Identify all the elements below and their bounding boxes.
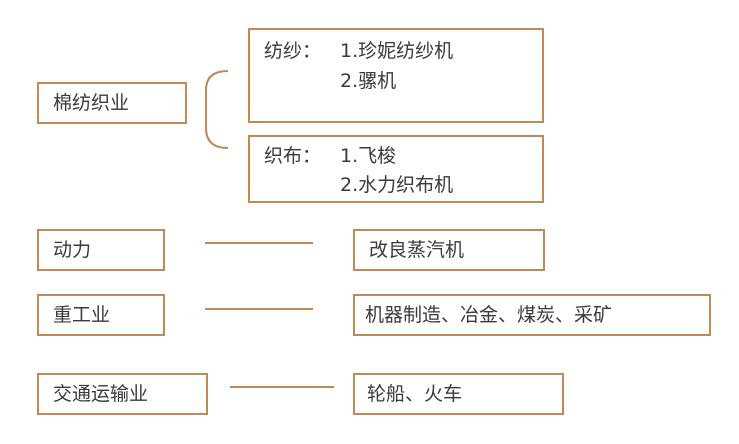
- transport-detail-box: 轮船、火车: [353, 373, 564, 415]
- power-label: 动力: [53, 239, 92, 261]
- heavy-industry-box: 重工业: [37, 294, 165, 336]
- heavy-industry-detail-box: 机器制造、冶金、煤炭、采矿: [353, 294, 711, 336]
- power-box: 动力: [37, 229, 165, 271]
- weaving-label: 织布：: [264, 145, 322, 167]
- heavy-industry-detail-label: 机器制造、冶金、煤炭、采矿: [365, 304, 613, 326]
- textile-industry-box: 棉纺织业: [37, 82, 187, 124]
- transport-detail-label: 轮船、火车: [367, 383, 463, 405]
- transport-connector: [230, 386, 334, 388]
- spinning-item-jenny: 1.珍妮纺纱机: [340, 40, 454, 62]
- power-detail-label: 改良蒸汽机: [369, 239, 465, 261]
- power-detail-box: 改良蒸汽机: [353, 229, 545, 271]
- transport-box: 交通运输业: [37, 373, 208, 415]
- heavy-industry-label: 重工业: [53, 304, 111, 326]
- spinning-box: 纺纱： 1.珍妮纺纱机 2.骡机: [248, 28, 544, 123]
- spinning-item-mule: 2.骡机: [340, 70, 397, 92]
- transport-label: 交通运输业: [53, 383, 149, 405]
- weaving-box: 织布： 1.飞梭 2.水力织布机: [248, 135, 544, 203]
- weaving-item-water-frame: 2.水力织布机: [340, 174, 454, 196]
- weaving-item-flying-shuttle: 1.飞梭: [340, 145, 397, 167]
- textile-industry-label: 棉纺织业: [53, 92, 130, 114]
- spinning-label: 纺纱：: [264, 40, 322, 62]
- heavy-industry-connector: [205, 308, 313, 310]
- power-connector: [205, 242, 313, 244]
